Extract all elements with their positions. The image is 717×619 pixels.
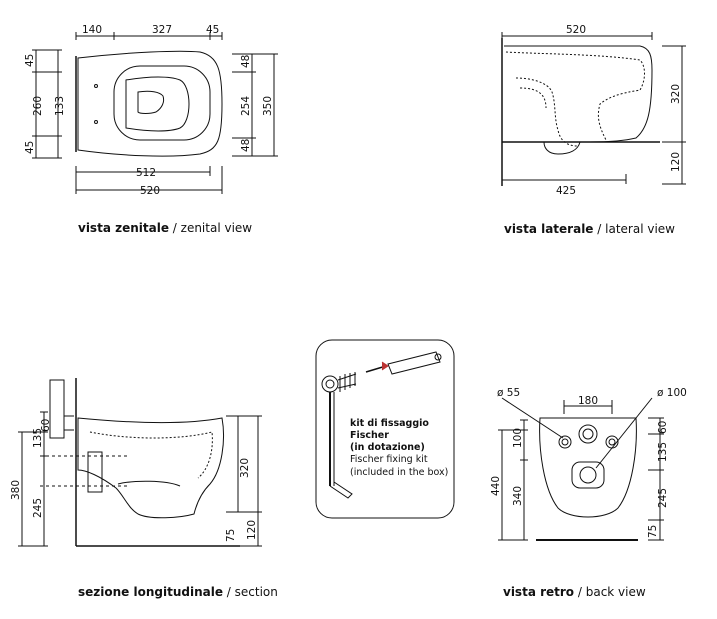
kit-line-4: Fischer fixing kit [350, 454, 428, 465]
back-dim-180: 180 [578, 395, 598, 407]
zenital-caption: vista zenitale / zenital view [78, 221, 253, 235]
zenital-dim-45-left-top: 45 [24, 54, 36, 67]
lateral-dim-425: 425 [556, 185, 576, 197]
kit-line-1: kit di fissaggio [350, 418, 429, 429]
back-dim-100: 100 [512, 428, 524, 448]
zenital-caption-it: vista zenitale [78, 221, 169, 235]
zenital-dim-45-top: 45 [206, 24, 219, 36]
back-hole-55-label: ø 55 [497, 387, 520, 399]
section-dim-75: 75 [225, 529, 237, 542]
zenital-dim-48-bottom: 48 [240, 139, 252, 152]
section-caption: sezione longitudinale / section [78, 585, 278, 599]
back-dim-60: 60 [657, 421, 669, 434]
lateral-dim-120: 120 [670, 152, 682, 172]
section-view [18, 378, 262, 547]
zenital-dim-48-top: 48 [240, 55, 252, 68]
back-caption-it: vista retro [503, 585, 575, 599]
zenital-view [32, 32, 278, 194]
section-dim-320: 320 [239, 458, 251, 478]
section-dim-60: 60 [40, 419, 52, 432]
section-dim-380: 380 [10, 480, 22, 500]
zenital-dim-133: 133 [54, 96, 66, 116]
back-dim-75: 75 [647, 525, 659, 538]
back-view [498, 397, 664, 541]
zenital-caption-en: zenital view [180, 221, 253, 235]
fixing-kit-box [315, 339, 455, 519]
section-caption-en: section [234, 585, 278, 599]
zenital-dim-140: 140 [82, 24, 102, 36]
lateral-caption: vista laterale / lateral view [504, 222, 675, 236]
section-dim-120: 120 [246, 520, 258, 540]
zenital-dim-260: 260 [32, 96, 44, 116]
zenital-dim-350: 350 [262, 96, 274, 116]
back-dim-340: 340 [512, 486, 524, 506]
lateral-view [501, 32, 686, 186]
zenital-dim-327: 327 [152, 24, 172, 36]
lateral-caption-en: lateral view [605, 222, 675, 236]
zenital-dim-512: 512 [136, 167, 156, 179]
zenital-dim-520: 520 [140, 185, 160, 197]
back-hole-100-label: ø 100 [657, 387, 687, 399]
lateral-caption-it: vista laterale [504, 222, 594, 236]
kit-line-2: Fischer [350, 430, 389, 441]
kit-line-5: (included in the box) [350, 467, 448, 478]
lateral-dim-520: 520 [566, 24, 586, 36]
section-caption-it: sezione longitudinale [78, 585, 223, 599]
kit-line-3: (in dotazione) [350, 442, 425, 453]
back-caption: vista retro / back view [503, 585, 646, 599]
section-dim-245: 245 [32, 498, 44, 518]
zenital-dim-45-left-bottom: 45 [24, 141, 36, 154]
back-caption-en: back view [585, 585, 646, 599]
section-dim-135: 135 [32, 428, 44, 448]
back-dim-440: 440 [490, 476, 502, 496]
back-dim-245: 245 [657, 488, 669, 508]
back-dim-135: 135 [657, 442, 669, 462]
lateral-dim-320: 320 [670, 84, 682, 104]
zenital-dim-254: 254 [240, 96, 252, 116]
